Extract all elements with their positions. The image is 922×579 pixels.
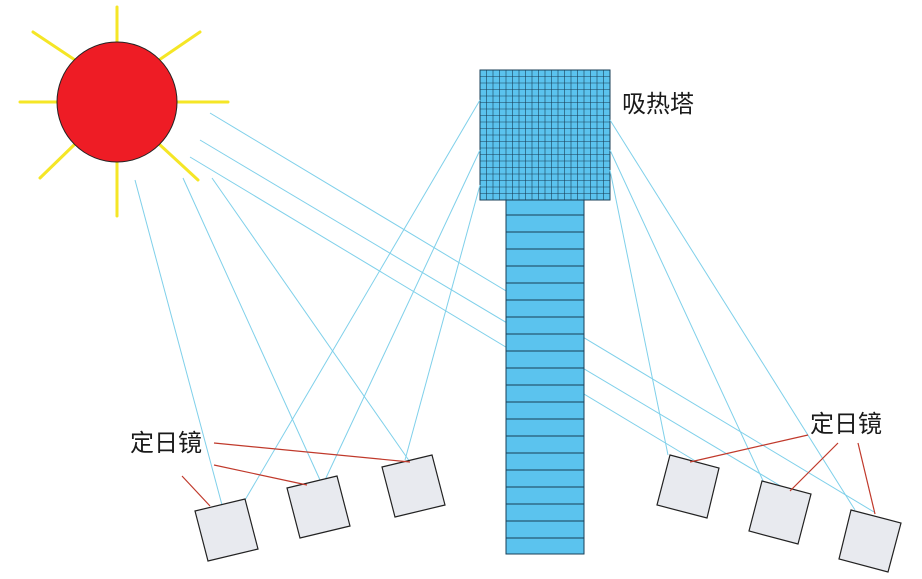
heliostat-mirror [838,509,902,573]
sun-rays [18,5,230,218]
tower-label: 吸热塔 [622,90,694,118]
leader-line [857,442,876,515]
incident-beam [211,177,411,463]
heliostat-mirror [381,454,446,518]
reflected-beam [609,119,856,511]
reflected-beam [324,149,481,481]
leader-line [213,464,308,486]
leader-line [213,442,411,463]
heliostat-mirror [194,498,259,562]
sun-icon [56,41,178,163]
incident-beam [134,179,223,506]
incident-beam [199,139,785,489]
reflected-beam [609,169,669,456]
heliostat-mirror [656,454,720,519]
reflected-beam [244,99,481,501]
reflected-beam [609,149,766,486]
leader-line [789,442,839,492]
heliostat-label-right: 定日镜 [810,410,882,438]
leader-line [181,475,211,507]
incident-beam [182,177,321,481]
heliostat-label-left: 定日镜 [130,429,202,457]
incident-beam [189,156,698,463]
heliostat-mirror [748,480,812,545]
reflected-beams [244,99,856,511]
leader-line [689,434,809,463]
tower-column [505,197,585,555]
reflected-beam [404,184,481,461]
heliostats [194,454,902,573]
label-leaders [181,434,876,515]
heliostat-mirror [286,475,351,539]
receiver-head [479,69,611,201]
